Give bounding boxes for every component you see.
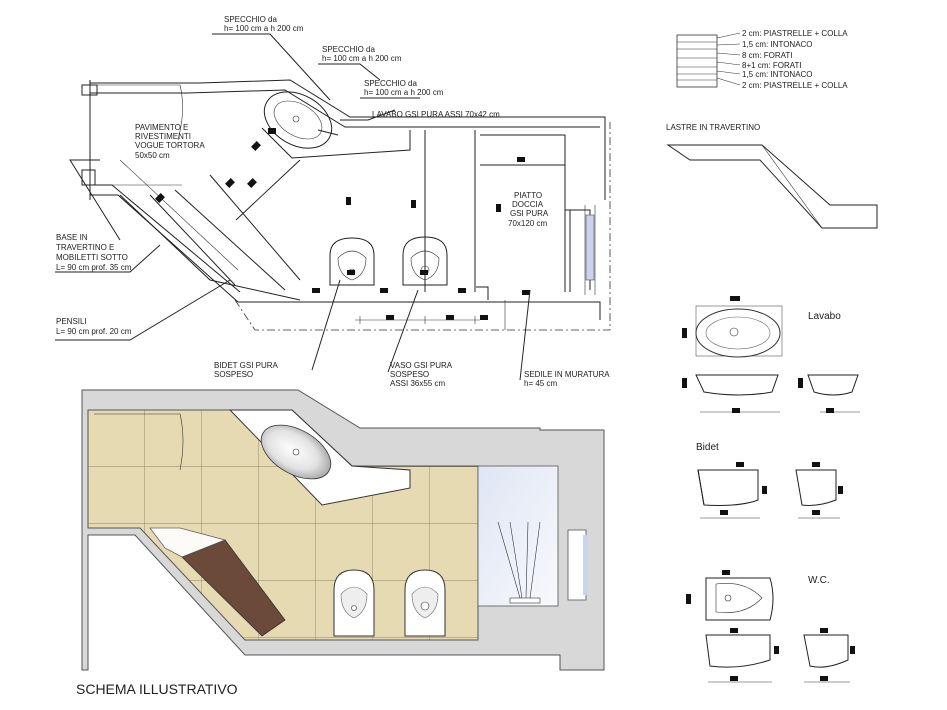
layer-6: 2 cm: PIASTRELLE + COLLA	[742, 81, 848, 90]
label-pensili-l2: L= 90 cm prof. 20 cm	[56, 327, 132, 336]
label-base-l4: L= 90 cm prof. 35 cm	[56, 263, 132, 272]
washbasin-icon	[260, 424, 332, 480]
layer-3: 8 cm: FORATI	[742, 51, 793, 60]
label-pavimento-l1: PAVIMENTO E	[135, 123, 188, 132]
label-pavimento-l3: VOGUE TORTORA	[135, 141, 205, 150]
label-lavabo-detail: Lavabo	[808, 311, 841, 322]
travertine-detail: LASTRE IN TRAVERTINO	[666, 123, 878, 229]
label-specchio-3-l1: SPECCHIO da	[364, 79, 417, 88]
label-vaso-l1: VASO GSI PURA	[390, 361, 453, 370]
label-base-l3: MOBILETTI SOTTO	[56, 253, 128, 262]
label-piatto-l3: GSI PURA	[510, 209, 549, 218]
label-specchio-3-l2: h= 100 cm a h 200 cm	[364, 88, 444, 97]
label-piatto-l1: PIATTO	[514, 191, 542, 200]
label-lavabo-gsi: LAVABO GSI PURA ASSI 70x42 cm	[372, 110, 500, 119]
bidet-detail: Bidet	[696, 442, 843, 519]
lavabo-detail: Lavabo	[682, 296, 860, 413]
drawing-title: SCHEMA ILLUSTRATIVO	[76, 681, 238, 697]
label-sedile-l2: h= 45 cm	[524, 379, 557, 388]
layer-2: 1,5 cm: INTONACO	[742, 40, 813, 49]
label-specchio-1-l1: SPECCHIO da	[224, 15, 277, 24]
bidet-icon	[329, 237, 375, 286]
label-base-l2: TRAVERTINO E	[56, 243, 114, 252]
label-pavimento-l4: 50x50 cm	[135, 151, 170, 160]
label-lastre: LASTRE IN TRAVERTINO	[666, 123, 760, 132]
label-wc-detail: W.C.	[808, 575, 830, 586]
wall-layer-detail: 2 cm: PIASTRELLE + COLLA 1,5 cm: INTONAC…	[676, 29, 848, 90]
top-plan	[81, 79, 611, 331]
dimension-markers	[155, 128, 530, 320]
toilet-icon	[404, 569, 446, 637]
layer-4: 8+1 cm: FORATI	[742, 61, 802, 70]
shower-tray-icon	[477, 465, 559, 607]
layer-5: 1,5 cm: INTONACO	[742, 70, 813, 79]
label-bidet-gsi-l1: BIDET GSI PURA	[214, 361, 279, 370]
label-piatto-l4: 70x120 cm	[508, 219, 547, 228]
washbasin-icon	[263, 91, 339, 149]
bottom-plan	[81, 389, 605, 671]
label-specchio-2-l1: SPECCHIO da	[322, 45, 375, 54]
label-specchio-1-l2: h= 100 cm a h 200 cm	[224, 24, 304, 33]
label-pavimento-l2: RIVESTIMENTI	[135, 132, 191, 141]
label-specchio-2-l2: h= 100 cm a h 200 cm	[322, 54, 402, 63]
label-base-l1: BASE IN	[56, 233, 88, 242]
label-vaso-l3: ASSI 36x55 cm	[390, 379, 445, 388]
layer-1: 2 cm: PIASTRELLE + COLLA	[742, 29, 848, 38]
top-plan-annotations: SPECCHIO da h= 100 cm a h 200 cm SPECCHI…	[55, 15, 610, 388]
wc-detail: W.C.	[686, 570, 855, 683]
label-bidet-gsi-l2: SOSPESO	[214, 370, 253, 379]
label-sedile-l1: SEDILE IN MURATURA	[524, 370, 610, 379]
label-piatto-l2: DOCCIA	[512, 200, 544, 209]
label-vaso-l2: SOSPESO	[390, 370, 429, 379]
label-bidet-detail: Bidet	[696, 442, 719, 453]
bidet-icon	[333, 569, 375, 637]
label-pensili-l1: PENSILI	[56, 317, 87, 326]
